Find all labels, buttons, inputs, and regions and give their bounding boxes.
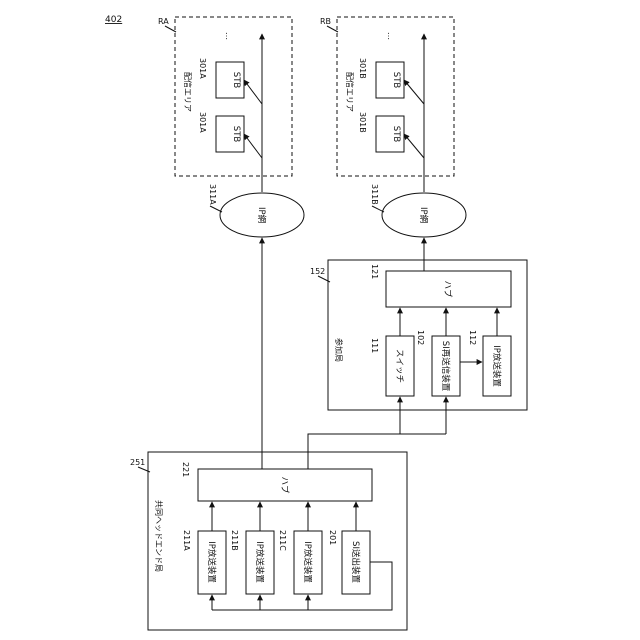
distribution-area-rb: RB 配信エリア STB 301B STB 301B … <box>320 17 454 192</box>
si-resend-102-ref: 102 <box>416 330 425 345</box>
ip-sender-112-ref: 112 <box>468 330 477 345</box>
switch-111-label: スイッチ <box>394 349 404 383</box>
participating-station: 152 参加局 ハブ 121 スイッチ 111 SI再送信装置 102 IP放送… <box>310 238 527 410</box>
hub-221-ref: 221 <box>181 462 190 477</box>
ip-sender-112-label: IP放送装置 <box>491 345 502 387</box>
area-rb-label: 配信エリア <box>345 72 355 112</box>
stb-ra-2-ref: 301A <box>198 112 207 133</box>
stb-rb-ellipsis: … <box>386 32 395 40</box>
stb-rb-2-ref: 301B <box>358 112 367 133</box>
switch-111-ref: 111 <box>370 338 379 353</box>
ip-sender-211a-label: IP放送装置 <box>206 541 217 583</box>
stb-rb-1-label: STB <box>391 72 401 89</box>
ip-network-b-label: IP網 <box>418 207 429 223</box>
ip-sender-211b-ref: 211B <box>230 530 239 551</box>
ip-network-a: IP網 311A <box>208 184 304 237</box>
stb-ra-1-ref: 301A <box>198 58 207 79</box>
ip-network-b-ref: 311B <box>370 184 379 205</box>
area-rb-ref: RB <box>320 17 331 26</box>
station-251-name: 共同ヘッドエンド局 <box>154 500 163 572</box>
station-251-ref: 251 <box>130 458 145 467</box>
ip-sender-211b-label: IP放送装置 <box>254 541 265 583</box>
ip-sender-211a-ref: 211A <box>182 530 191 551</box>
si-resend-102-label: SI再送信装置 <box>440 341 451 392</box>
ip-network-a-label: IP網 <box>256 207 267 223</box>
ip-sender-211c-ref: 211C <box>278 530 287 551</box>
hub-121-ref: 121 <box>370 264 379 279</box>
figure-number: 402 <box>105 15 122 25</box>
area-ra-label: 配信エリア <box>183 72 193 112</box>
si-sender-201-ref: 201 <box>328 530 337 545</box>
area-ra-ref: RA <box>158 17 169 26</box>
stb-rb-1-ref: 301B <box>358 58 367 79</box>
si-sender-201-label: SI送出装置 <box>350 541 361 583</box>
ip-network-b: IP網 311B <box>370 184 466 237</box>
station-152-name: 参加局 <box>334 338 344 362</box>
hub-121-label: ハブ <box>442 280 453 298</box>
stb-rb-2-label: STB <box>391 126 401 143</box>
distribution-area-ra: RA 配信エリア STB 301A STB 301A … <box>158 17 292 192</box>
station-152-ref: 152 <box>310 267 325 276</box>
ip-sender-211c-label: IP放送装置 <box>302 541 313 583</box>
stb-ra-1-label: STB <box>231 72 241 89</box>
joint-headend-station: 251 共同ヘッドエンド局 ハブ 221 IP放送装置 211A IP放送装置 … <box>130 452 407 630</box>
ip-network-a-ref: 311A <box>208 184 217 205</box>
stb-ra-2-label: STB <box>231 126 241 143</box>
hub-221-label: ハブ <box>279 476 290 494</box>
stb-ra-ellipsis: … <box>224 32 233 40</box>
